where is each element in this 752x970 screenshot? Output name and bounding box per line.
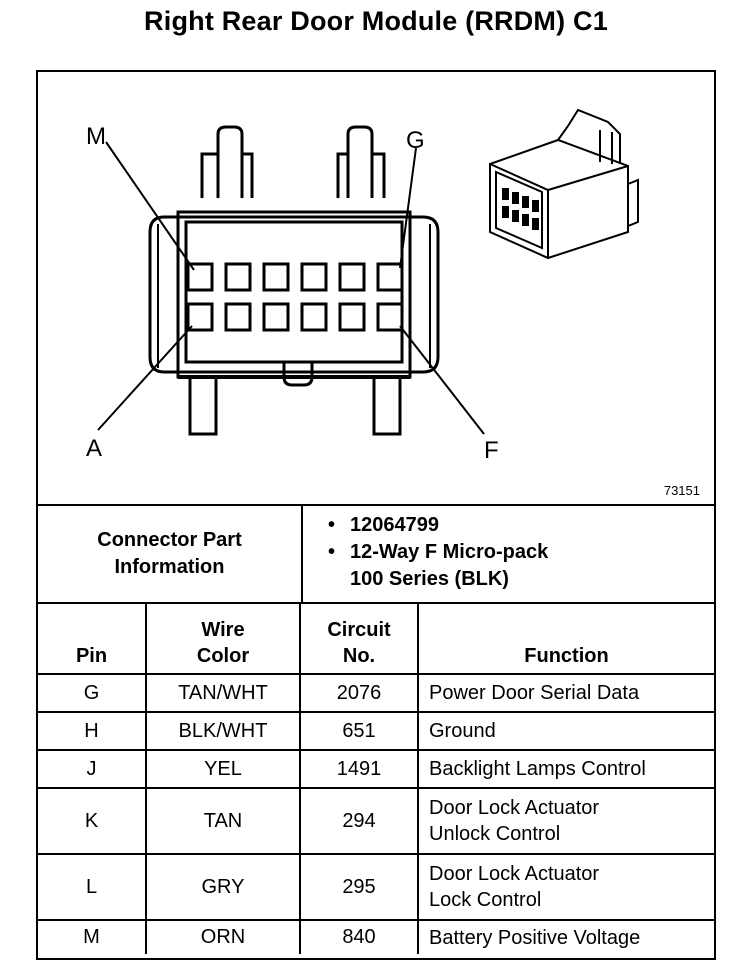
right-latch-post	[346, 125, 374, 198]
connector-face-drawing: M G A F	[86, 108, 639, 464]
table-row: L GRY 295 Door Lock Actuator Lock Contro…	[38, 853, 714, 921]
page-title: Right Rear Door Module (RRDM) C1	[144, 6, 608, 36]
callout-f: F	[484, 437, 499, 464]
connector-sheet: M G A F	[36, 70, 716, 960]
info-item-part-number: •12064799	[328, 514, 439, 536]
cell-function: Power Door Serial Data	[417, 673, 714, 713]
figure-number: 73151	[663, 483, 700, 498]
cell-function: Backlight Lamps Control	[417, 749, 714, 789]
cell-pin: H	[38, 711, 147, 751]
connector-housing	[176, 210, 412, 379]
cell-function-line: Lock Control	[429, 889, 542, 911]
info-item-series: 100 Series (BLK)	[350, 568, 509, 590]
cell-circuit: 840	[299, 919, 419, 954]
pinout-table: Pin Wire Color Circuit No. Function G TA…	[38, 602, 714, 954]
callout-a: A	[86, 435, 102, 462]
cell-function: Battery Positive Voltage	[417, 919, 714, 954]
connector-info-label: Connector Part Information	[38, 506, 303, 602]
cell-pin: J	[38, 749, 147, 789]
header-wire-color: Wire Color	[145, 602, 301, 675]
connector-face	[184, 220, 404, 364]
cell-pin: M	[38, 919, 147, 954]
cell-function-line: Unlock Control	[429, 823, 561, 845]
table-row: H BLK/WHT 651 Ground	[38, 711, 714, 751]
cell-function-line: Door Lock Actuator	[429, 863, 600, 885]
table-header-row: Pin Wire Color Circuit No. Function	[38, 602, 714, 675]
cell-wire-color: ORN	[145, 919, 301, 954]
header-pin: Pin	[38, 602, 147, 675]
connector-info-label-text: Connector Part Information	[97, 529, 242, 578]
cell-wire-color: YEL	[145, 749, 301, 789]
table-row: M ORN 840 Battery Positive Voltage	[38, 919, 714, 954]
header-circuit-no: Circuit No.	[299, 602, 419, 675]
cell-circuit: 2076	[299, 673, 419, 713]
connector-diagram: M G A F	[38, 72, 714, 504]
info-item-type: •12-Way F Micro-pack	[328, 541, 549, 563]
connector-part-info: Connector Part Information •12064799 •12…	[38, 504, 714, 604]
cell-pin: L	[38, 853, 147, 921]
cell-function: Door Lock Actuator Lock Control	[417, 853, 714, 921]
cell-circuit: 295	[299, 853, 419, 921]
cell-pin: G	[38, 673, 147, 713]
cell-circuit: 294	[299, 787, 419, 855]
header-function: Function	[417, 602, 714, 675]
cell-circuit: 651	[299, 711, 419, 751]
cell-circuit: 1491	[299, 749, 419, 789]
cell-pin: K	[38, 787, 147, 855]
table-row: J YEL 1491 Backlight Lamps Control	[38, 749, 714, 789]
cell-wire-color: GRY	[145, 853, 301, 921]
table-row: G TAN/WHT 2076 Power Door Serial Data	[38, 673, 714, 713]
connector-info-list: •12064799 •12-Way F Micro-pack 100 Serie…	[328, 512, 548, 593]
cell-function-line: Door Lock Actuator	[429, 797, 600, 819]
connector-body	[148, 215, 440, 374]
callout-m: M	[86, 123, 106, 150]
table-row: K TAN 294 Door Lock Actuator Unlock Cont…	[38, 787, 714, 855]
connector-iso-cavities	[502, 188, 539, 230]
cell-wire-color: BLK/WHT	[145, 711, 301, 751]
left-latch-post	[216, 125, 244, 198]
cell-function: Door Lock Actuator Unlock Control	[417, 787, 714, 855]
cell-function: Ground	[417, 711, 714, 751]
cell-wire-color: TAN/WHT	[145, 673, 301, 713]
cell-wire-color: TAN	[145, 787, 301, 855]
callout-g: G	[406, 127, 425, 154]
connector-iso-view	[489, 108, 639, 260]
